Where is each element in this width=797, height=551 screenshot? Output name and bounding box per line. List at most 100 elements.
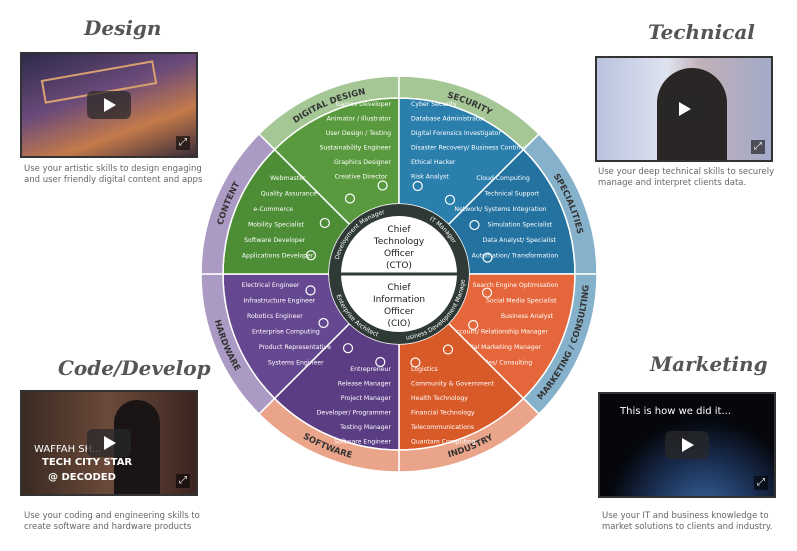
- expand-icon[interactable]: ⤢: [176, 474, 190, 488]
- cio-label: (CIO): [387, 319, 410, 329]
- job-title: Digital Marketing Manager: [459, 344, 541, 351]
- job-title: Technical Support: [483, 191, 539, 198]
- code-develop-video[interactable]: WAFFAH SH... TECH CITY STAR @ DECODED ⤢: [20, 390, 198, 496]
- job-title: Quantam Computing: [411, 439, 476, 446]
- job-title: Ethical Hacker: [411, 159, 456, 166]
- cio-label: Chief: [387, 283, 411, 293]
- job-title: Applications Developer: [242, 253, 314, 260]
- caption-line: manage and interpret clients data.: [598, 178, 747, 188]
- role-icon: [410, 357, 421, 368]
- technical-caption: Use your deep technical skills to secure…: [598, 167, 774, 189]
- job-title: Developer/ Programmer: [317, 410, 392, 417]
- job-title: Entrepreneur: [350, 366, 391, 373]
- design-heading: Design: [84, 16, 162, 40]
- play-button[interactable]: [662, 95, 706, 123]
- cto-label: Chief: [387, 225, 411, 235]
- job-title: Network/ Systems Integration: [454, 206, 546, 213]
- caption-line: create software and hardware products: [24, 522, 192, 532]
- play-button[interactable]: [87, 91, 131, 119]
- role-icon: [442, 344, 454, 355]
- job-title: e-Commerce: [253, 206, 293, 213]
- job-title: Database Administrator: [411, 116, 485, 123]
- role-icon: [319, 217, 330, 229]
- technical-video[interactable]: ⤢: [595, 56, 773, 162]
- design-video[interactable]: ⤢: [20, 52, 198, 158]
- job-title: Sustainability Engineer: [320, 145, 392, 152]
- job-title: Cyber Security: [411, 101, 457, 108]
- video-overlay-brand: @ DECODED: [48, 472, 116, 483]
- job-title: Risk Analyst: [411, 174, 449, 181]
- job-title: Systems Engineer: [268, 360, 324, 367]
- caption-line: Use your coding and engineering skills t…: [24, 511, 200, 521]
- job-title: Infrastructure Engineer: [243, 298, 315, 305]
- job-title: Search Engine Optimisation: [473, 282, 559, 289]
- role-icon: [318, 317, 329, 329]
- job-title: Automation/ Transformation: [472, 253, 559, 260]
- role-icon: [469, 219, 480, 231]
- job-title: Project Manager: [341, 395, 392, 402]
- job-title: Animator / Illustrator: [327, 116, 392, 123]
- job-title: Electrical Engineer: [242, 282, 300, 289]
- job-title: Digital Forensics Investigator: [411, 130, 501, 137]
- cio-label: Officer: [384, 307, 414, 317]
- video-overlay-title: TECH CITY STAR: [42, 457, 133, 468]
- role-icon: [342, 343, 354, 354]
- play-button[interactable]: [87, 429, 131, 457]
- marketing-caption: Use your IT and business knowledge to ma…: [602, 511, 772, 533]
- technical-heading: Technical: [648, 20, 755, 44]
- job-title: Financial Technology: [411, 410, 475, 417]
- job-title: Mobility Specialist: [248, 222, 305, 229]
- code-develop-heading: Code/Develop: [58, 356, 211, 380]
- cto-label: (CTO): [386, 261, 412, 271]
- job-title: Business Analyst: [501, 313, 554, 320]
- expand-icon[interactable]: ⤢: [176, 136, 190, 150]
- caption-line: Use your artistic skills to design engag…: [24, 164, 202, 174]
- role-icon: [482, 252, 493, 263]
- role-icon: [468, 319, 479, 331]
- job-title: User Design / Testing: [326, 130, 391, 137]
- job-title: Simulation Specialist: [487, 222, 552, 229]
- job-title: Software Developer: [244, 237, 306, 244]
- job-title: Webmaster: [270, 175, 306, 182]
- job-title: Creative Director: [335, 174, 388, 181]
- role-icon: [444, 194, 456, 205]
- caption-line: Use your deep technical skills to secure…: [598, 167, 775, 177]
- job-title: Software Engineer: [334, 439, 391, 446]
- job-title: Graphics Designer: [334, 159, 391, 166]
- job-title: Testing Manager: [339, 424, 391, 431]
- video-overlay-name: WAFFAH SH...: [34, 444, 102, 455]
- job-title: Enterprise Computing: [252, 329, 320, 336]
- job-title: Cloud Computing: [476, 175, 530, 182]
- job-title: Release Manager: [338, 381, 392, 388]
- job-title: Social Media Specialist: [486, 298, 557, 305]
- job-title: Sales/ Consulting: [479, 360, 532, 367]
- role-icon: [377, 180, 388, 191]
- job-title: Robotics Engineer: [247, 313, 303, 320]
- role-icon: [375, 356, 386, 368]
- expand-icon[interactable]: ⤢: [751, 140, 765, 154]
- video-overlay-text: This is how we did it...: [620, 406, 731, 417]
- role-icon: [305, 250, 317, 261]
- caption-line: Use your IT and business knowledge to: [602, 511, 769, 521]
- role-icon: [412, 180, 423, 192]
- play-button[interactable]: [665, 431, 709, 459]
- cto-label: Officer: [384, 249, 414, 259]
- marketing-heading: Marketing: [650, 352, 768, 376]
- job-title: Product Representative: [259, 344, 331, 351]
- job-title: Games Developer: [336, 101, 392, 108]
- caption-line: market solutions to clients and industry…: [602, 522, 773, 532]
- job-title: Telecommunications: [410, 424, 474, 431]
- code-develop-caption: Use your coding and engineering skills t…: [24, 511, 200, 533]
- design-caption: Use your artistic skills to design engag…: [24, 164, 202, 186]
- job-title: Health Technology: [411, 395, 468, 402]
- job-title: Data Analyst/ Specialist: [482, 237, 556, 244]
- job-title: Quality Assurance: [261, 191, 317, 198]
- job-title: Logistics: [411, 366, 438, 373]
- caption-line: and user friendly digital content and ap…: [24, 175, 203, 185]
- sector-band: [200, 132, 276, 275]
- expand-icon[interactable]: ⤢: [754, 476, 768, 490]
- marketing-video[interactable]: This is how we did it... ⤢: [598, 392, 776, 498]
- job-title: Account/ Relationship Manager: [452, 329, 549, 336]
- role-icon: [344, 193, 356, 204]
